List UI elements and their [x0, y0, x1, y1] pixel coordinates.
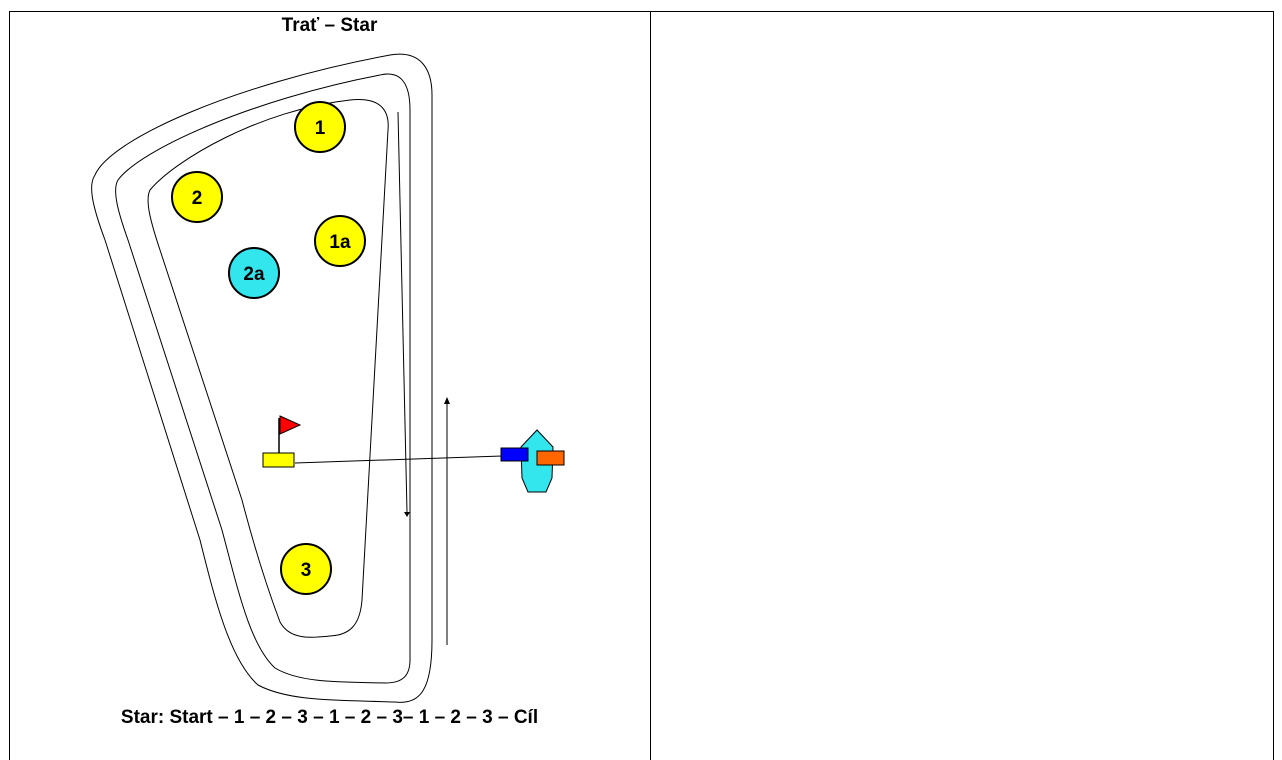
cell-divider: [650, 11, 651, 760]
arrowhead-up: [444, 397, 450, 404]
table-frame: [9, 11, 1274, 760]
orange-flag-icon: [536, 450, 565, 466]
start-line: [294, 455, 503, 464]
track-outer: [91, 53, 433, 703]
track-inner: [147, 99, 389, 638]
mark-2: 2: [171, 171, 223, 223]
mark-2a: 2a: [228, 247, 280, 299]
svg-text:1a: 1a: [329, 232, 351, 253]
arrowhead-down: [404, 512, 410, 517]
course-line-down: [397, 111, 408, 513]
svg-text:2a: 2a: [243, 264, 265, 285]
course-title: Trať – Star: [281, 15, 378, 36]
svg-text:3: 3: [301, 560, 312, 581]
course-sequence: Star: Start – 1 – 2 – 3 – 1 – 2 – 3– 1 –…: [120, 707, 539, 728]
mark-1: 1: [294, 101, 346, 153]
svg-text:2: 2: [192, 188, 203, 209]
start-buoy: [262, 452, 295, 468]
mark-3: 3: [280, 543, 332, 595]
start-flag-icon: [279, 415, 302, 435]
mark-1a: 1a: [314, 215, 366, 267]
svg-text:1: 1: [315, 118, 326, 139]
blue-flag-icon: [500, 447, 529, 462]
track-middle: [115, 73, 411, 684]
